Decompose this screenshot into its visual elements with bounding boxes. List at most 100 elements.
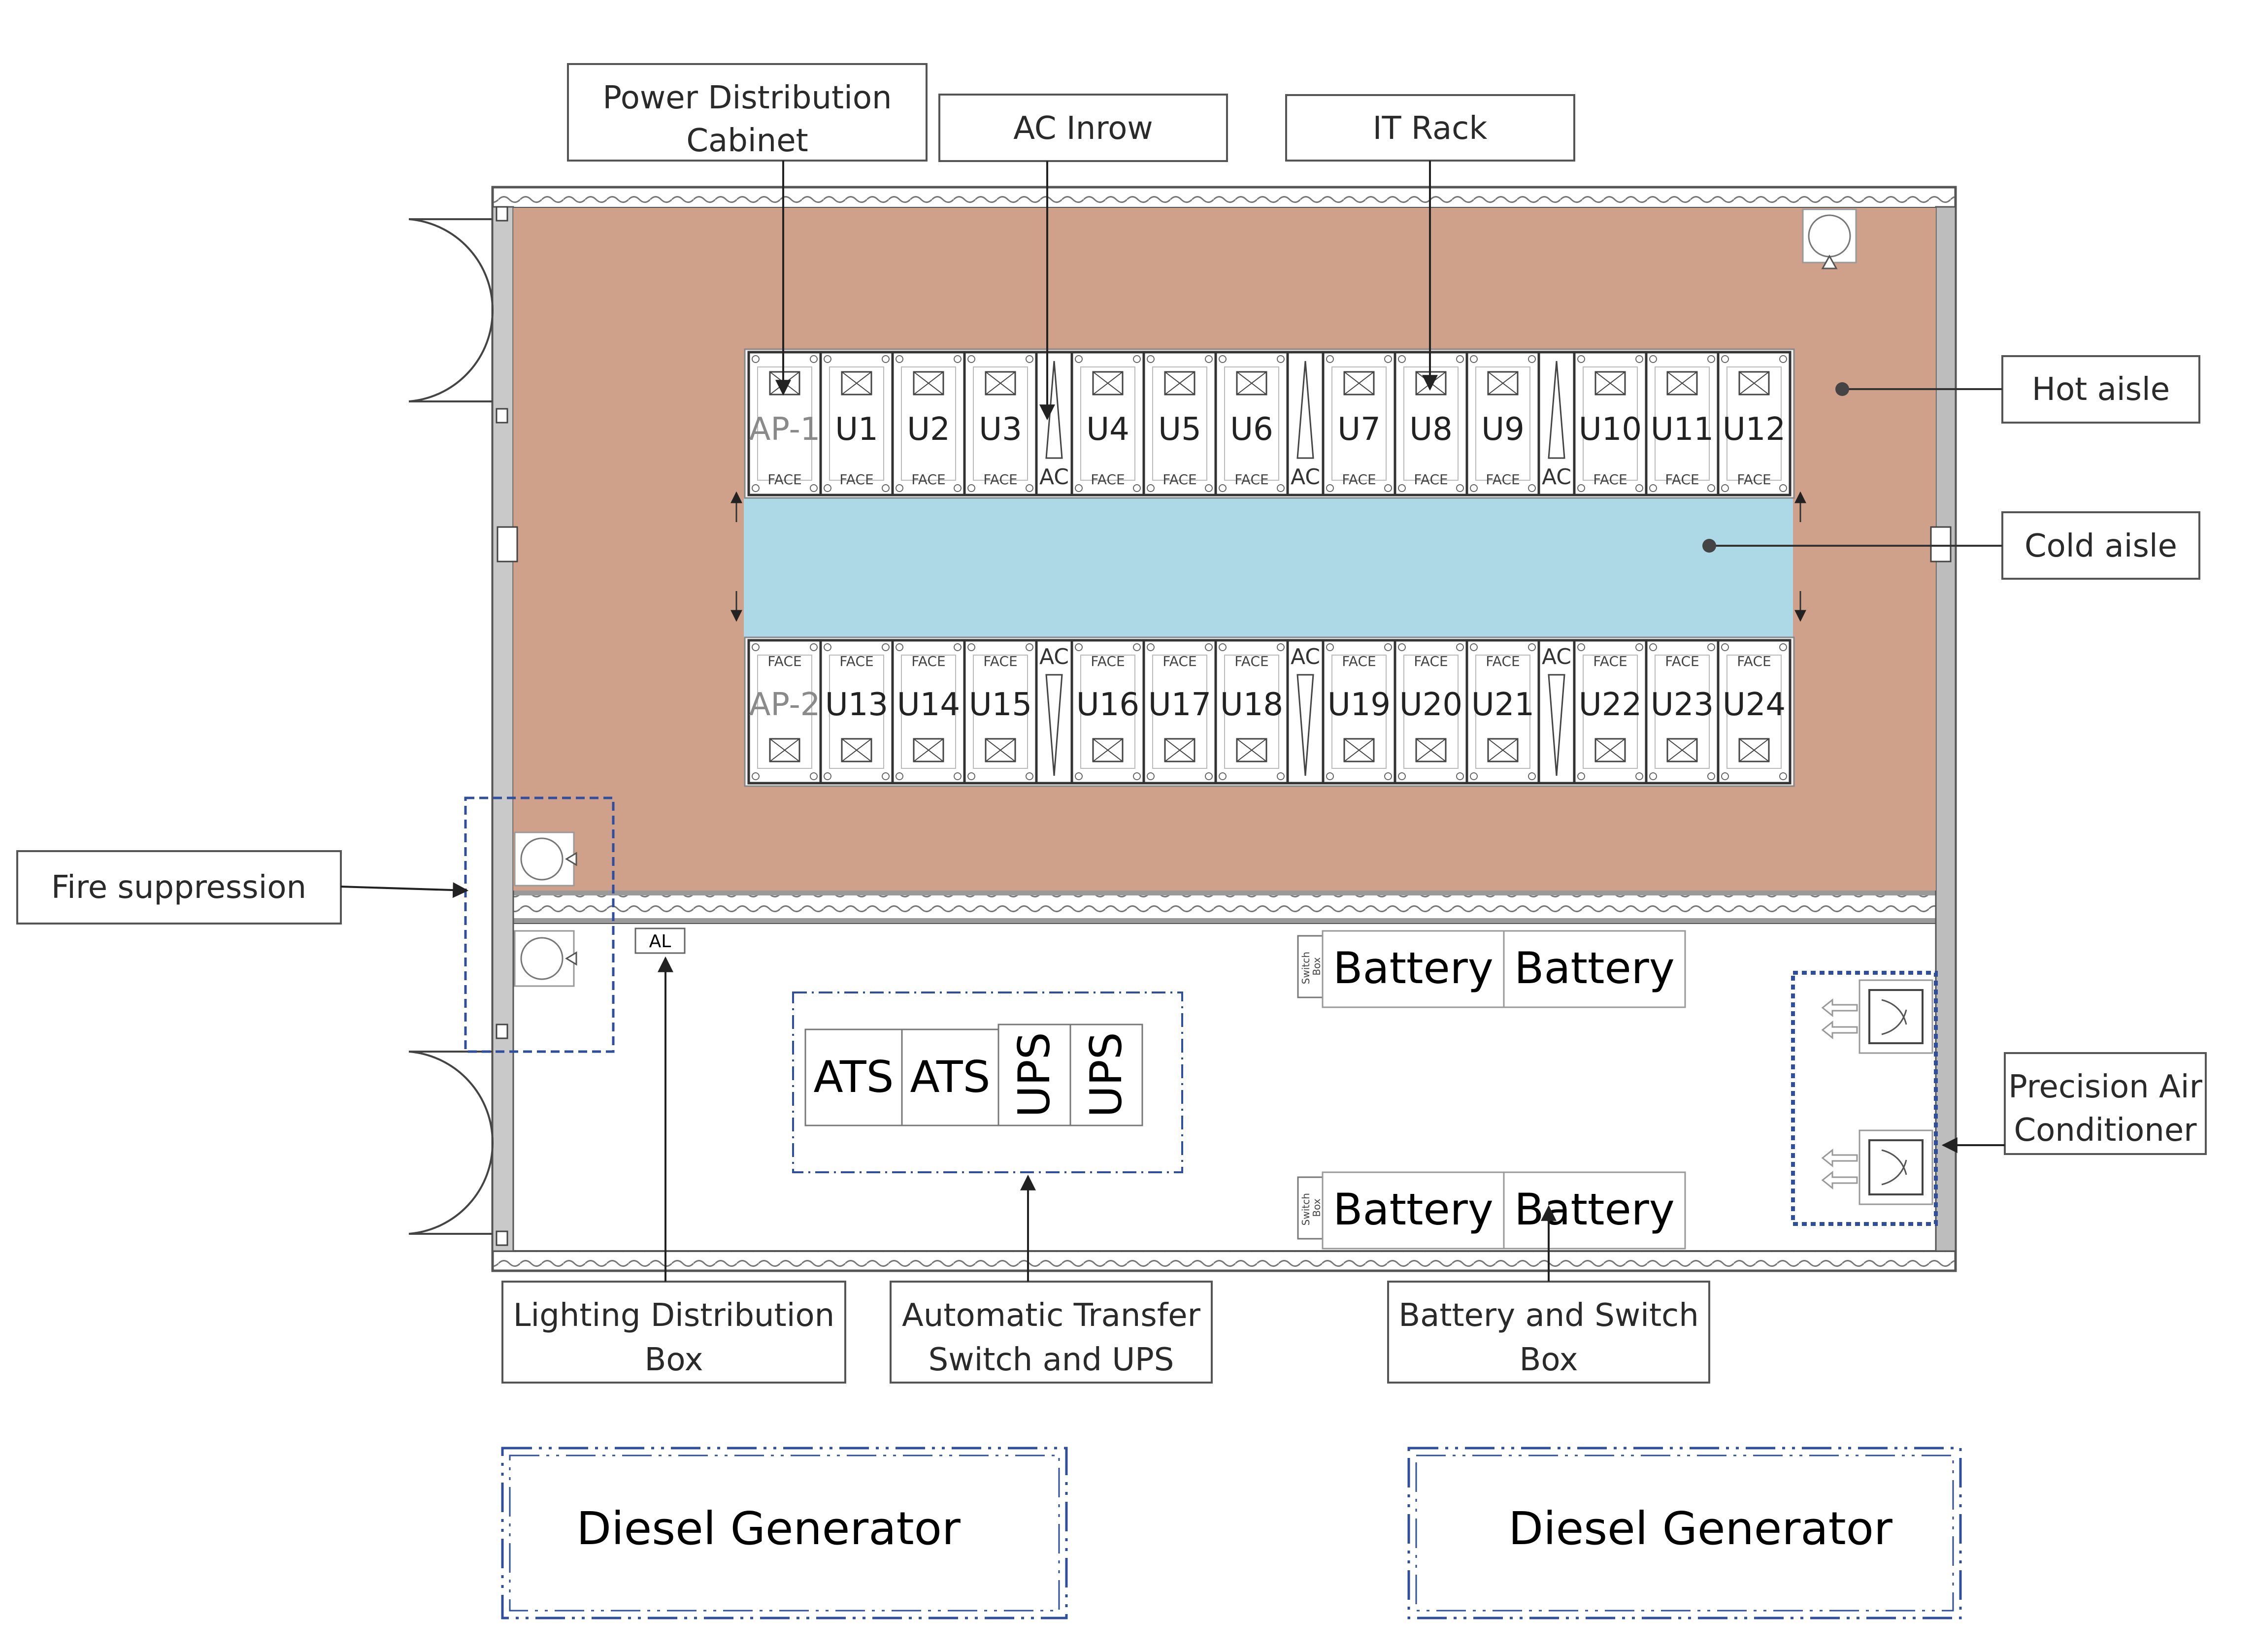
rack-bolt [896, 772, 903, 780]
rack-bolt [1649, 772, 1657, 780]
rack-vent-cross [1344, 371, 1374, 395]
rack-door [829, 655, 884, 769]
rack-bolt [967, 772, 975, 780]
face-label: FACE [1234, 653, 1268, 669]
rack-door [1403, 655, 1459, 769]
rack-bolt [1219, 643, 1227, 651]
rack-bolt [1456, 643, 1464, 651]
ats-ups-group: ATS ATS UPS UPS [804, 1024, 1143, 1126]
callout-pac-line-2: Conditioner [2014, 1112, 2197, 1149]
rack-bolt [1147, 643, 1155, 651]
rack-door [1726, 655, 1782, 769]
callout-ats-ups: Automatic Transfer Switch and UPS [890, 1174, 1213, 1384]
rack-label: AP-2 [749, 687, 821, 723]
rack-vent-cross [1416, 738, 1446, 762]
rack-bolt [1147, 484, 1155, 492]
face-label: FACE [1486, 653, 1520, 669]
rack-bolt [1277, 643, 1285, 651]
rack-bolt [1384, 355, 1392, 363]
rack-bolt [752, 643, 760, 651]
rack-bolt [1707, 772, 1715, 780]
rack-door [901, 366, 956, 481]
callout-bsb-line-1: Battery and Switch [1398, 1297, 1699, 1334]
airflow-arrow-icon [1821, 998, 1858, 1040]
callout-pdc-line-2: Cabinet [686, 123, 808, 159]
rack-door [1152, 366, 1207, 481]
rack-bolt [1649, 355, 1657, 363]
rack-vent-cross [985, 738, 1016, 762]
rack-door [1583, 366, 1638, 481]
callout-bsb-line-2: Box [1520, 1342, 1578, 1378]
lighting-box-label: AL [649, 931, 671, 952]
diesel-generator-1-label: Diesel Generator [576, 1502, 961, 1555]
face-label: FACE [1162, 471, 1196, 488]
callout-it-rack-text: IT Rack [1373, 110, 1488, 147]
callout-ldb-line-2: Box [645, 1342, 703, 1378]
precision-ac-boundary [1791, 971, 1938, 1226]
rack-label: U6 [1230, 411, 1273, 448]
rack-door [1331, 655, 1387, 769]
face-label: FACE [1414, 471, 1448, 488]
rack-door [1224, 366, 1279, 481]
ac-airflow-icon [1296, 361, 1314, 459]
rack-bolt [1398, 772, 1406, 780]
rack-door [1475, 366, 1530, 481]
rack-bolt [824, 643, 831, 651]
rack-bolt [1133, 772, 1141, 780]
rack-door [1152, 655, 1207, 769]
rack-vent-cross [913, 371, 944, 395]
rack-bolt [882, 484, 890, 492]
rack-label: U13 [825, 687, 888, 723]
rack-bolt [1721, 355, 1729, 363]
unit-body [819, 351, 894, 496]
rack-label: U22 [1579, 687, 1642, 723]
ac-inrow-unit: AC [1035, 351, 1073, 496]
rack-door [829, 366, 884, 481]
face-label: FACE [1737, 471, 1771, 488]
rack-bolt [824, 772, 831, 780]
rack-vent-cross [1488, 738, 1518, 762]
ats-unit-2 [901, 1028, 999, 1126]
rack-bolt [1384, 484, 1392, 492]
battery-unit-top-1 [1322, 930, 1505, 1008]
rack-label: U2 [907, 411, 950, 448]
face-label: FACE [983, 471, 1017, 488]
ats-label-2: ATS [910, 1052, 991, 1102]
rack-bolt [810, 772, 818, 780]
rack-label: U11 [1651, 411, 1714, 448]
rack-door [901, 655, 956, 769]
callout-power-distribution-cabinet: Power Distribution Cabinet [567, 63, 928, 396]
callout-fire-suppression: Fire suppression [16, 850, 469, 925]
rack-label: U18 [1220, 687, 1283, 723]
rack-vent-cross [1739, 738, 1769, 762]
rack-bolt [1577, 643, 1585, 651]
callout-fire-suppression-text: Fire suppression [51, 869, 306, 906]
ac-label: AC [1039, 644, 1069, 669]
rack-vent-cross [1093, 371, 1123, 395]
rack-bolt [1456, 484, 1464, 492]
rack-bolt [1577, 484, 1585, 492]
rack-bolt [1326, 772, 1334, 780]
rack-label: U4 [1086, 411, 1129, 448]
rack-bolt [1528, 643, 1536, 651]
face-label: FACE [1593, 653, 1627, 669]
rack-bolt [1219, 355, 1227, 363]
rack-bolt [954, 643, 962, 651]
ups-label-2: UPS [1081, 1032, 1131, 1117]
rack-bolt [1205, 643, 1213, 651]
rack-bolt [1026, 484, 1033, 492]
callout-ldb-line-1: Lighting Distribution [513, 1297, 834, 1334]
ac-label: AC [1542, 464, 1571, 490]
rack-label: U12 [1723, 411, 1786, 448]
rack-vent-cross [1093, 738, 1123, 762]
fire-suppression-unit-hot-aisle [514, 831, 577, 887]
face-label: FACE [1162, 653, 1196, 669]
